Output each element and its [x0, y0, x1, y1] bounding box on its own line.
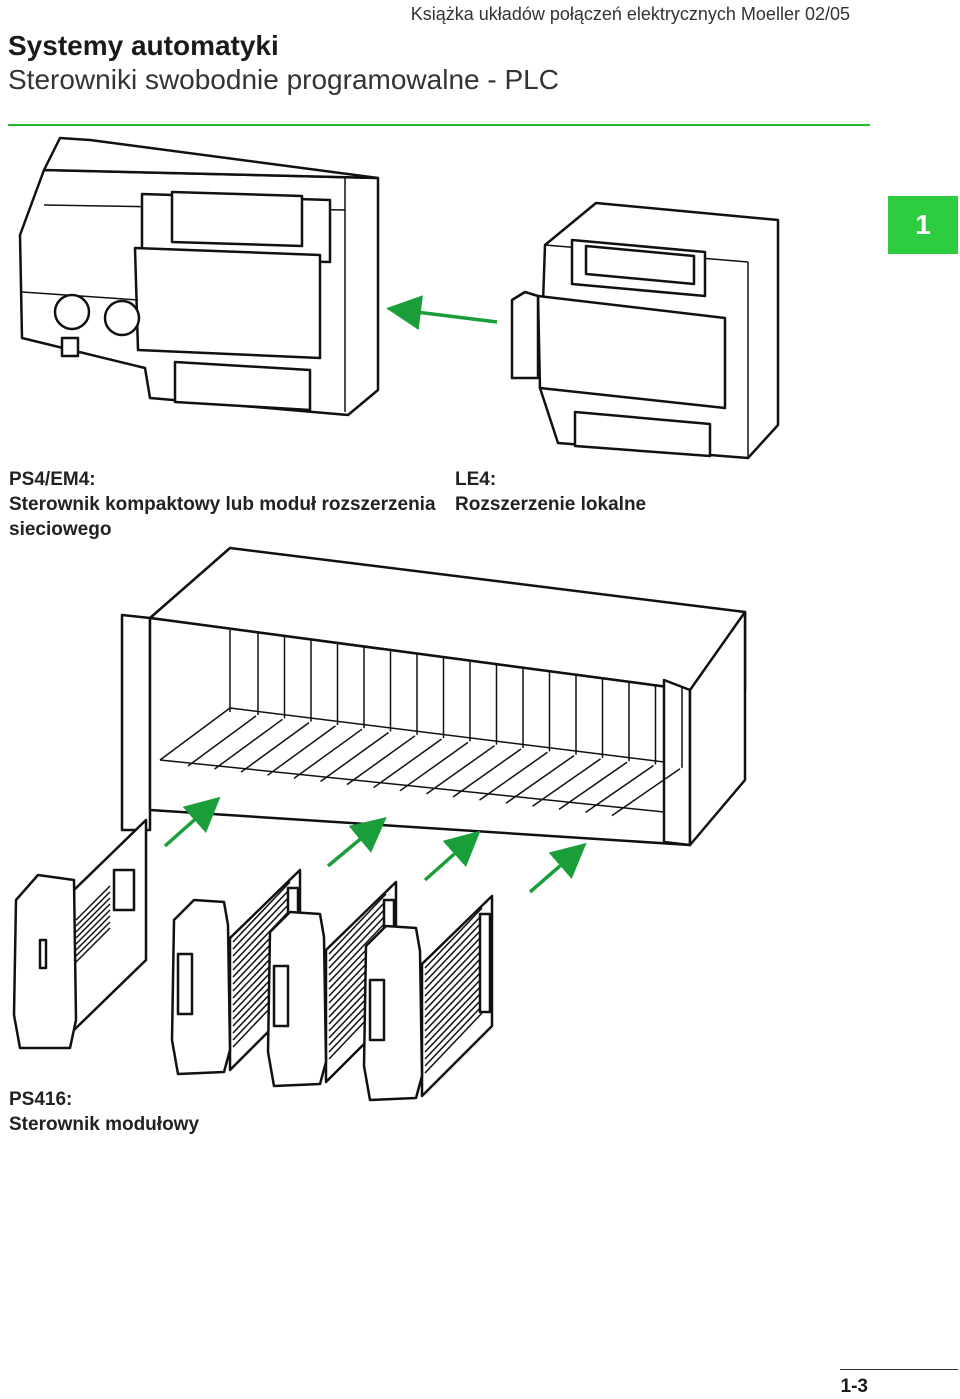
cpu-chip [112, 868, 136, 912]
module-pcb-trace [424, 977, 483, 1039]
page-number: 1-3 [840, 1376, 868, 1397]
module-pcb-trace [328, 893, 387, 955]
module-3 [362, 894, 494, 1102]
rack-rail [187, 715, 257, 767]
cpu-module [12, 818, 148, 1050]
rack-rail [452, 748, 522, 798]
rack-rail [320, 731, 389, 783]
module-pcb-trace [424, 928, 483, 990]
rack-rail [585, 764, 654, 814]
module-pcb-trace [424, 970, 483, 1032]
ps4-caption-line3: sieciowego [9, 519, 112, 540]
ps4-caption-line1: PS4/EM4: [9, 469, 96, 490]
book-title: Książka układów połączeń elektrycznych M… [410, 4, 850, 24]
module-connector [478, 912, 492, 1014]
header-divider [8, 124, 870, 126]
ps416-caption: PS416: Sterownik modułowy [9, 1087, 199, 1137]
rack-rail [267, 725, 336, 776]
ps4-caption-line2: Sterownik kompaktowy lub moduł rozszerze… [9, 494, 436, 515]
module-label-window [176, 952, 194, 1016]
rack-rail [293, 728, 363, 780]
ps416-caption-line1: PS416: [9, 1089, 73, 1110]
le4-caption-line2: Rozszerzenie lokalne [455, 494, 647, 515]
le4-caption-line1: LE4: [455, 469, 497, 490]
footer-divider [840, 1369, 958, 1370]
rack-rail [399, 741, 469, 792]
module-front-panel [266, 910, 328, 1088]
page-title: Systemy automatyki [8, 30, 279, 61]
module-pcb-trace [424, 949, 483, 1011]
rack-rail [240, 721, 310, 773]
cpu-indicator [38, 938, 48, 970]
cpu-pcb-trace [75, 903, 111, 939]
cpu-pcb-trace [75, 891, 111, 927]
ps416-modules-drawing [12, 818, 494, 1102]
module-label-window [272, 964, 290, 1028]
cpu-pcb-trace [75, 885, 111, 921]
rack-rail [532, 758, 601, 807]
module-pcb-trace [328, 900, 387, 962]
module-pcb-trace [328, 921, 387, 983]
cpu-pcb-trace [75, 915, 111, 951]
module-pcb-trace [424, 1005, 483, 1067]
le4-caption: LE4: Rozszerzenie lokalne [455, 467, 646, 517]
module-pcb-trace [424, 998, 483, 1060]
rack-slots [187, 633, 683, 817]
module-pcb-trace [424, 942, 483, 1004]
module-pcb-trace [424, 921, 483, 983]
rack-rail [426, 745, 495, 795]
rack-rail [373, 738, 442, 789]
rack-rail [346, 735, 416, 786]
insertion-arrows [163, 796, 587, 894]
module-front-panel [362, 924, 424, 1102]
module-pcb-trace [232, 888, 291, 950]
cpu-pcb-trace [75, 897, 111, 933]
cpu-board [72, 818, 148, 1032]
rack-rail [479, 751, 548, 801]
cpu-pcb-trace [75, 927, 111, 963]
page-subtitle: Sterowniki swobodnie programowalne - PLC [8, 64, 559, 95]
chapter-tab[interactable]: 1 [888, 196, 958, 254]
module-pcb-trace [424, 956, 483, 1018]
rack-rail [214, 718, 283, 770]
module-pcb-trace [424, 963, 483, 1025]
ps416-rack-drawing [120, 546, 747, 847]
module-front-panel [170, 898, 232, 1076]
cpu-pcb-trace [75, 921, 111, 957]
module-pcb-trace [424, 935, 483, 997]
cpu-pcb-trace [75, 909, 111, 945]
module-pcb-trace [232, 902, 291, 964]
module-pcb-trace [424, 1012, 483, 1074]
le4-module-drawing [386, 201, 780, 460]
module-pcb-trace [424, 984, 483, 1046]
module-pcb-trace [424, 991, 483, 1053]
rack-rail [611, 768, 681, 817]
module-label-window [368, 978, 386, 1042]
rack-rail [505, 754, 575, 804]
module-pcb-trace [424, 907, 483, 969]
module-pcb-trace [424, 914, 483, 976]
rack-rail [558, 761, 628, 811]
module-pcb-trace [232, 881, 291, 943]
module-pcb-trace [328, 914, 387, 976]
module-pcb-trace [328, 907, 387, 969]
ps4-caption: PS4/EM4: Sterownik kompaktowy lub moduł … [9, 467, 436, 542]
ps416-caption-line2: Sterownik modułowy [9, 1114, 200, 1135]
ps4-controller-drawing [18, 136, 380, 417]
module-pcb-trace [232, 895, 291, 957]
